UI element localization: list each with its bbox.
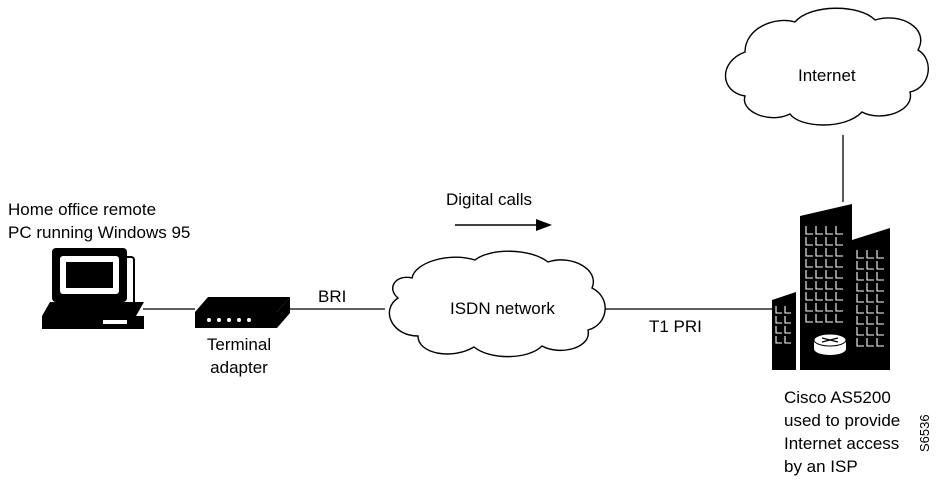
building-window — [784, 306, 791, 314]
building-window — [856, 305, 864, 314]
building-window — [835, 237, 843, 246]
building-window — [825, 303, 833, 312]
building-window — [856, 261, 864, 270]
building-window — [876, 338, 884, 347]
building-window — [835, 292, 843, 301]
building-window — [825, 292, 833, 301]
building-window — [866, 294, 874, 303]
building-window — [866, 316, 874, 325]
building-window — [775, 316, 782, 324]
server-label-line-4: by an ISP — [784, 457, 858, 476]
building-window — [815, 303, 823, 312]
internet-cloud-label: Internet — [798, 66, 856, 85]
isdn-cloud — [388, 250, 606, 358]
building-window — [856, 283, 864, 292]
internet-cloud — [724, 7, 929, 126]
isdn-cloud-label: ISDN network — [450, 299, 555, 318]
building-window — [876, 261, 884, 270]
building-window — [876, 327, 884, 336]
bri-label: BRI — [318, 287, 347, 306]
flow-label: Digital calls — [446, 190, 532, 209]
building-window — [876, 294, 884, 303]
building-window — [866, 261, 874, 270]
building-window — [815, 292, 823, 301]
building-window — [805, 237, 813, 246]
building-window — [815, 248, 823, 257]
building-window — [815, 259, 823, 268]
terminal-adapter-icon — [195, 297, 290, 328]
building-window — [876, 305, 884, 314]
building-window — [775, 326, 782, 334]
building-window — [835, 259, 843, 268]
building-window — [815, 226, 823, 235]
building-window — [775, 336, 782, 344]
building-window — [825, 281, 833, 290]
building-window — [856, 327, 864, 336]
building-window — [825, 270, 833, 279]
building-window — [866, 327, 874, 336]
building-window — [815, 270, 823, 279]
building-window — [876, 250, 884, 259]
direction-arrow — [455, 219, 552, 231]
building-window — [856, 250, 864, 259]
building-window — [856, 338, 864, 347]
building-window — [815, 314, 823, 323]
building-window — [805, 270, 813, 279]
building-window — [856, 294, 864, 303]
building-window — [784, 316, 791, 324]
building-window — [825, 314, 833, 323]
building-window — [815, 237, 823, 246]
building-window — [784, 336, 791, 344]
building-window — [805, 281, 813, 290]
figure-id: S6536 — [917, 414, 932, 452]
building-window — [805, 303, 813, 312]
building-window — [825, 226, 833, 235]
building-window — [835, 226, 843, 235]
building-window — [835, 248, 843, 257]
building-window — [866, 283, 874, 292]
building-window — [866, 272, 874, 281]
adapter-label-line-1: Terminal — [206, 335, 272, 354]
building-window — [784, 326, 791, 334]
pc-label-line-2: PC running Windows 95 — [8, 223, 191, 242]
building-window — [866, 250, 874, 259]
t1-pri-label: T1 PRI — [649, 317, 702, 336]
building-window — [856, 316, 864, 325]
pc-icon — [42, 248, 144, 329]
building-window — [835, 270, 843, 279]
building-window — [805, 259, 813, 268]
cisco-building-icon — [772, 204, 890, 370]
pc-label-line-1: Home office remote — [8, 200, 157, 219]
building-window — [876, 272, 884, 281]
building-window — [876, 283, 884, 292]
building-window — [825, 259, 833, 268]
building-window — [866, 305, 874, 314]
building-window — [835, 303, 843, 312]
adapter-label-line-2: adapter — [210, 358, 268, 377]
building-window — [825, 248, 833, 257]
building-window — [805, 226, 813, 235]
server-label-line-2: used to provide — [784, 411, 901, 430]
building-window — [825, 237, 833, 246]
building-window — [805, 248, 813, 257]
building-window — [775, 306, 782, 314]
server-label-line-3: Internet access — [784, 434, 900, 453]
building-window — [866, 338, 874, 347]
building-window — [835, 314, 843, 323]
building-window — [815, 281, 823, 290]
building-window — [835, 281, 843, 290]
building-window — [876, 316, 884, 325]
building-window — [805, 292, 813, 301]
building-window — [856, 272, 864, 281]
server-label-line-1: Cisco AS5200 — [784, 388, 891, 407]
building-window — [805, 314, 813, 323]
